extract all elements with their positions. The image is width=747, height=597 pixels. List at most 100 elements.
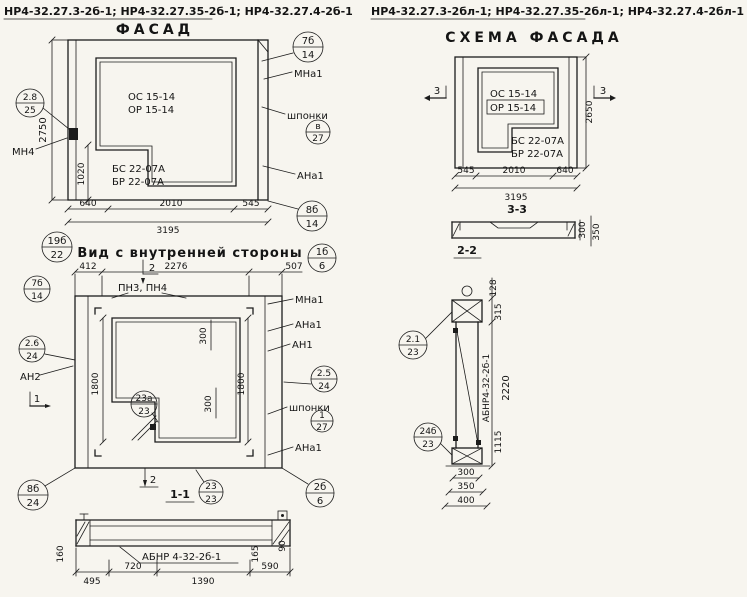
section-2-2-dim-300: 300 xyxy=(457,468,474,478)
callout-bottom: 14 xyxy=(302,50,315,61)
callout-top: 2б xyxy=(314,482,327,493)
callout-top: 19б xyxy=(48,236,67,247)
inner-callout-19b-22: 19б 22 xyxy=(41,231,73,263)
inner-callout-7b-14: 7б 14 xyxy=(23,275,51,303)
facade-dim-left: 2750 1020 xyxy=(38,36,92,204)
facade-mark-os: ОС 15-14 xyxy=(128,92,175,103)
schema-title: СХЕМА ФАСАДА xyxy=(445,30,622,46)
facade-mark-br: БР 22-07А xyxy=(112,177,164,188)
section-1-1-label-leader xyxy=(119,546,141,564)
section-1-1-dim-160: 160 xyxy=(56,545,66,562)
inner-label-pn: ПН3, ПН4 xyxy=(118,283,167,294)
inner-leader-ana1-top xyxy=(267,323,294,332)
facade-leader-mn4 xyxy=(35,137,68,150)
facade-linework xyxy=(67,39,269,201)
schema-mark-os: ОС 15-14 xyxy=(490,89,537,100)
section-1-1-title: 1-1 xyxy=(170,488,190,501)
inner-leader-an2 xyxy=(39,365,74,376)
inner-callout-25-24: 2.5 24 xyxy=(283,365,338,393)
facade-leader-mna1 xyxy=(263,71,293,80)
section-2-2-title: 2-2 xyxy=(457,244,477,257)
schema-view: СХЕМА ФАСАДА ОС 15-14 ОР 15-14 БС 22-07А… xyxy=(424,30,622,247)
header-right: НР4-32.27.3-2бл-1; НР4-32.27.35-2бл-1; Н… xyxy=(371,5,744,18)
inner-dim-1800-left: 1800 xyxy=(91,372,101,395)
section-mark-label: 3 xyxy=(434,86,440,97)
schema-dim-2010: 2010 xyxy=(503,166,526,176)
callout-top: 8б xyxy=(306,205,319,216)
callout-bottom: 27 xyxy=(316,423,327,433)
callout-bottom: 23 xyxy=(205,495,216,505)
inner-callout-2b-6: 2б 6 xyxy=(281,467,335,508)
section-2-2-dim-350: 350 xyxy=(457,482,474,492)
facade-label-ana1: АНа1 xyxy=(297,171,324,182)
callout-top: в xyxy=(315,122,320,132)
inner-dim-top: 412 2276 507 xyxy=(71,262,303,297)
inner-leader-an1 xyxy=(267,343,291,352)
facade-label-mna1: МНа1 xyxy=(294,69,323,80)
facade-callout-8b-14: 8б 14 xyxy=(267,200,328,232)
callout-bottom: 24 xyxy=(318,382,330,392)
inner-leader-ana1-bottom xyxy=(267,446,294,456)
section-2-2-dim-128: 128 xyxy=(489,279,499,296)
inner-label-ana1-top: АНа1 xyxy=(295,320,322,331)
inner-label-an2: АН2 xyxy=(20,372,41,383)
callout-bottom: 23 xyxy=(138,407,149,417)
schema-mark-br: БР 22-07А xyxy=(511,149,563,160)
section-2-2-linework xyxy=(445,277,496,470)
inner-section-mark-2-bottom: 2 xyxy=(139,467,159,488)
callout-bottom: 23 xyxy=(407,348,418,358)
schema-mark-bs: БС 22-07А xyxy=(511,136,564,147)
inner-dim-300-top: 300 xyxy=(199,327,209,344)
facade-callout-v-27: в 27 xyxy=(305,119,331,145)
callout-top: 23 xyxy=(205,482,216,492)
inner-dim-300-bottom: 300 xyxy=(204,395,214,412)
callout-bottom: 14 xyxy=(31,292,43,302)
schema-dim-545: 545 xyxy=(457,166,474,176)
schema-dim-640: 640 xyxy=(556,166,573,176)
inner-dim-507: 507 xyxy=(285,262,302,272)
inner-section-mark-1: 1 xyxy=(29,391,51,408)
section-1-1-dim-720: 720 xyxy=(124,562,141,572)
section-2-2-label-abnr: АБНР4-32-2б-1 xyxy=(482,354,492,422)
section-1-1-dim-bottom: 495 720 1390 590 xyxy=(72,547,294,587)
callout-bottom: 6 xyxy=(319,261,325,272)
inner-label-an1: АН1 xyxy=(292,340,313,351)
inner-callout-26-24: 2.6 24 xyxy=(18,335,76,363)
section-3-3-title: 3-3 xyxy=(507,203,527,216)
callout-top: 24б xyxy=(419,427,436,437)
facade-title: ФАСАД xyxy=(116,22,194,38)
facade-dim-2010: 2010 xyxy=(160,199,183,209)
facade-dim-545: 545 xyxy=(242,199,259,209)
section-2-2-dim-bottom: 300 350 400 xyxy=(441,468,491,510)
callout-top: 23а xyxy=(136,394,153,404)
section-1-1-view: АБНР 4-32-2б-1 160 165 90 495 720 1390 5… xyxy=(56,510,294,587)
section-mark-label: 1 xyxy=(34,394,40,405)
header-left: НР4-32.27.3-2б-1; НР4-32.27.35-2б-1; НР4… xyxy=(4,5,353,18)
inner-view: 19б 22 Вид с внутренней стороны 1б 6 412… xyxy=(17,231,338,511)
section-mark-label: 2 xyxy=(150,475,156,486)
callout-bottom: 23 xyxy=(422,440,433,450)
facade-label-mn4: МН4 xyxy=(12,147,35,158)
inner-callout-8b-24: 8б 24 xyxy=(17,467,76,511)
facade-dim-bottom: 640 2010 545 3195 xyxy=(64,199,272,236)
schema-section-mark-3-right: 3 xyxy=(593,85,616,101)
callout-top: 2.5 xyxy=(317,369,331,379)
facade-callout-28-25: 2.8 25 xyxy=(15,88,70,130)
facade-dim-1020: 1020 xyxy=(77,162,87,185)
facade-dim-2750: 2750 xyxy=(38,117,49,142)
inner-dim-1800-right: 1800 xyxy=(237,372,247,395)
section-2-2-dim-2220: 2220 xyxy=(501,375,512,400)
callout-top: 2.1 xyxy=(406,335,420,345)
inner-section-mark-2-top: 2 xyxy=(141,259,159,284)
callout-top: 7б xyxy=(31,279,43,289)
callout-top: 2.6 xyxy=(25,339,40,349)
inner-label-ana1-bottom: АНа1 xyxy=(295,443,322,454)
section-mark-label: 3 xyxy=(600,86,606,97)
callout-bottom: 22 xyxy=(51,250,64,261)
facade-leader-shponki xyxy=(261,106,286,115)
section-1-1-dim-590: 590 xyxy=(261,562,278,572)
callout-top: 7б xyxy=(302,36,315,47)
callout-top: 2.8 xyxy=(23,93,38,103)
